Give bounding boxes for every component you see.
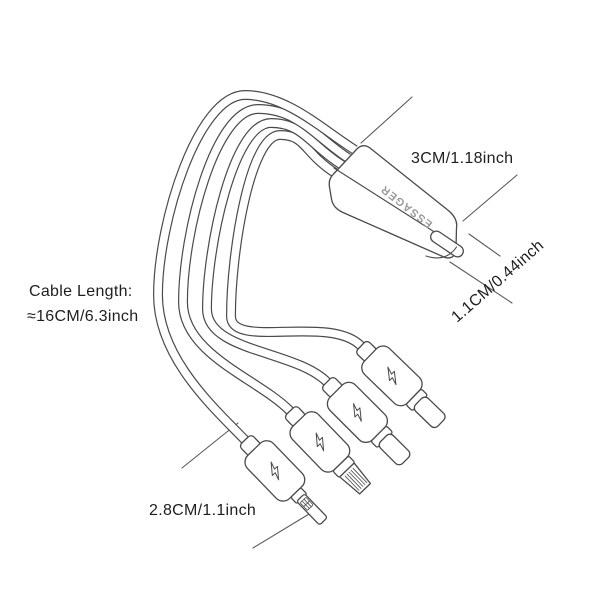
leader-lines <box>181 96 518 549</box>
leader-line-plug-length-bottom <box>252 510 315 549</box>
leader-line-adapter-thickness-bottom <box>449 261 513 304</box>
adapter-port-lip <box>425 246 458 259</box>
label-cable-length-value: ≈16CM/6.3inch <box>27 308 138 325</box>
leader-line-adapter-length-left <box>360 96 413 144</box>
leader-line-adapter-thickness-top <box>468 233 501 257</box>
connector-tip <box>297 494 328 525</box>
lightning-contacts <box>300 497 314 511</box>
micro-usb-connector <box>284 406 372 495</box>
lightning-bolt-icon <box>270 461 280 481</box>
adapter-port-slot <box>430 230 464 258</box>
connector-tip <box>413 396 446 429</box>
label-adapter-length: 3CM/1.18inch <box>411 150 513 167</box>
adapter-body <box>328 145 458 259</box>
label-cable-length-title: Cable Length: <box>29 283 133 300</box>
leader-line-adapter-length-right <box>462 174 518 222</box>
lightning-bolt-icon <box>315 432 325 452</box>
usb-c-connector-2 <box>356 340 446 429</box>
lightning-connector <box>239 435 328 525</box>
usb-c-female-adapter: ESSAGER <box>328 145 464 259</box>
label-plug-length: 2.8CM/1.1inch <box>149 502 256 519</box>
adapter-edge-line <box>333 167 448 241</box>
lightning-bolt-icon <box>353 403 362 422</box>
lightning-bolt-icon <box>387 366 397 386</box>
connector-tip <box>378 433 411 466</box>
usb-c-connector-1 <box>321 376 411 466</box>
micro-usb-pins <box>344 467 368 491</box>
